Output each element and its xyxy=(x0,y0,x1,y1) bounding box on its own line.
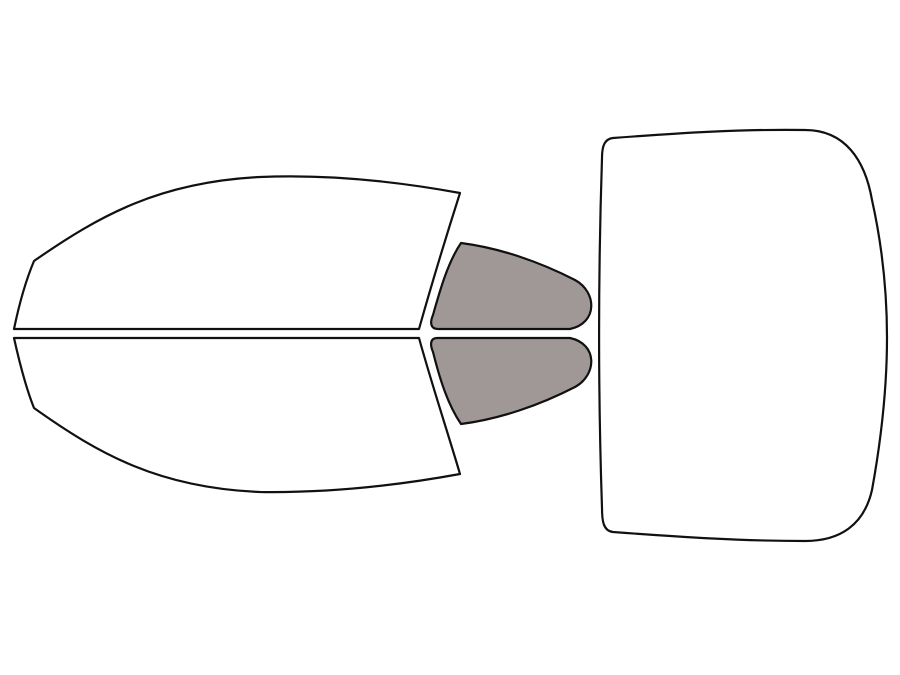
rear-left-quarter-window-panel xyxy=(430,241,593,331)
rear-windshield-panel xyxy=(597,128,889,543)
front-right-side-window-panel xyxy=(12,336,462,494)
front-left-side-window-panel xyxy=(12,175,462,331)
rear-right-quarter-window-panel xyxy=(430,336,593,426)
